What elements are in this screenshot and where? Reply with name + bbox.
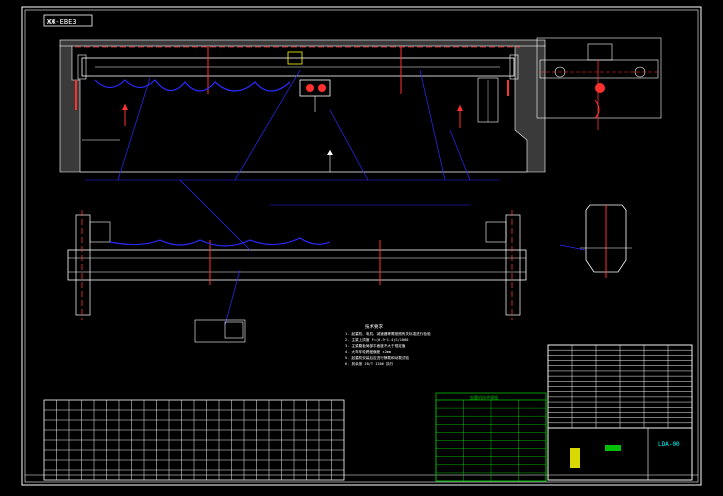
side-elevation: [536, 37, 662, 130]
hook-icon: [594, 99, 600, 119]
drawing-frame: [21, 6, 702, 486]
girder-section: [559, 204, 632, 278]
note-line-2: 2. 主梁上拱度 F=(0.9~1.4)S/1000: [345, 337, 408, 342]
note-line-4: 4. 大车车轮跨度偏差 ±2mm: [345, 349, 391, 354]
note-line-3: 3. 主梁腹板局部平面度不大于规定值: [345, 343, 406, 348]
note-line-1: 1. 起重机、电机、减速器等需按照有关标准进行检验: [345, 331, 431, 336]
notes-heading: 技术要求: [365, 323, 383, 330]
note-line-5: 5. 起重机安装后应进行静载和动载试验: [345, 355, 409, 360]
green-table-title: 起重机技术规格: [470, 394, 498, 400]
tag-box: [43, 14, 93, 27]
plan-view: [67, 179, 527, 343]
title-block: LDA-00: [547, 344, 693, 481]
note-line-6: 6. 其余按 JB/T 1306 执行: [345, 361, 394, 366]
drawing-number: LDA-00: [658, 441, 680, 448]
tag-box-label: ЖЖ-ЕВЕЗ: [47, 18, 77, 26]
wheel-icon: [89, 221, 111, 243]
spec-table-left: [43, 399, 345, 481]
hoist-trolley: [299, 79, 331, 112]
spec-table-green: 起重机技术规格: [435, 392, 547, 482]
front-elevation: [59, 39, 546, 181]
drawing-inner-frame: [24, 9, 699, 483]
technical-notes: 技术要求 1. 起重机、电机、减速器等需按照有关标准进行检验 2. 主梁上拱度 …: [345, 323, 431, 366]
